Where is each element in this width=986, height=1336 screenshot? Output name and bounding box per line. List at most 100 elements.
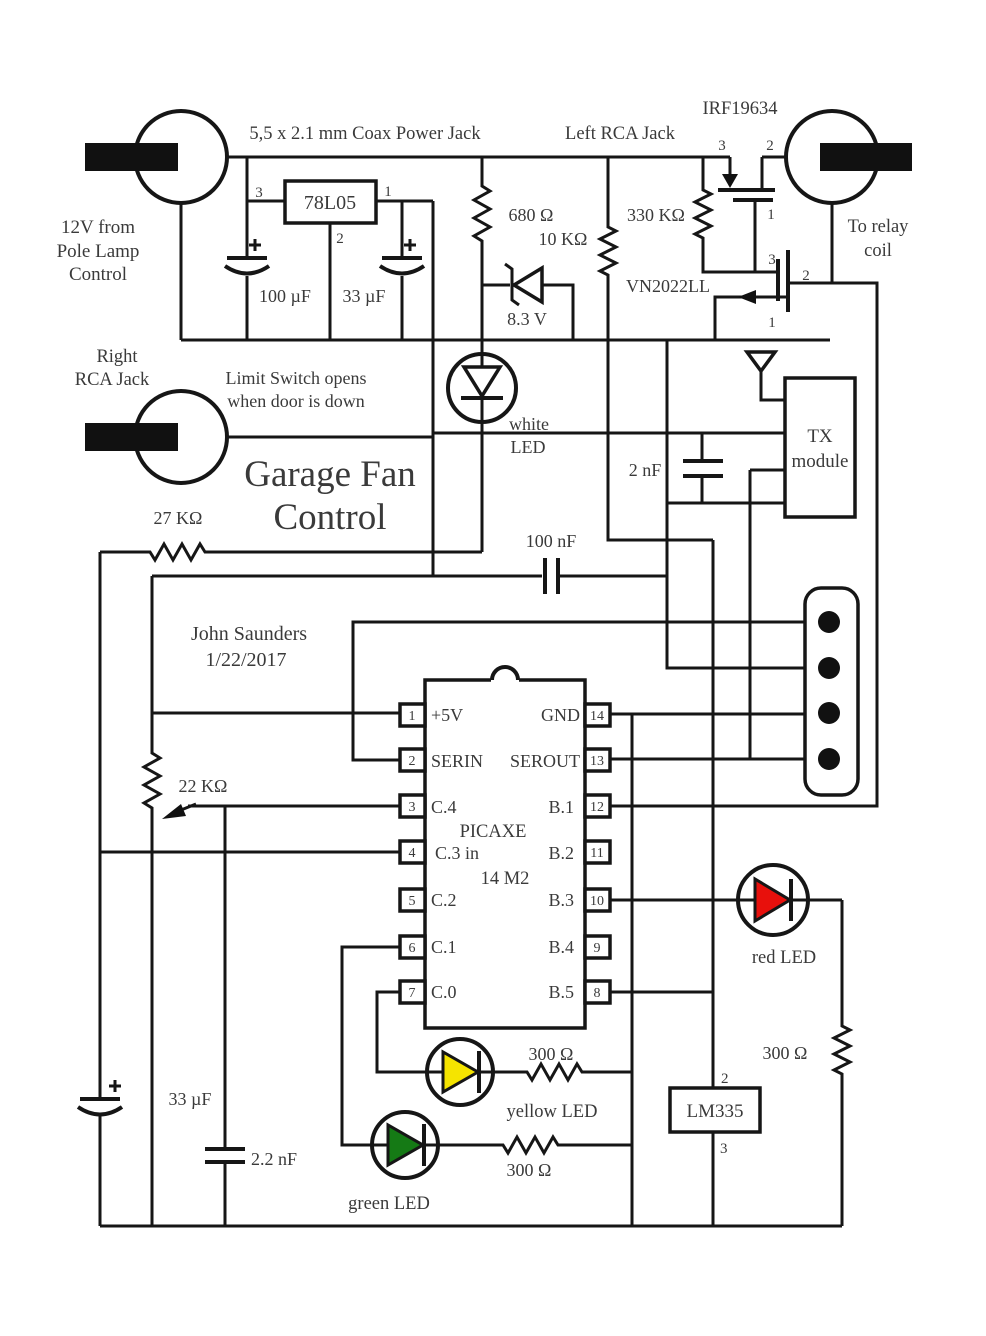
pin-box-2 (398, 747, 427, 773)
ic-body (423, 678, 587, 1030)
led-triangle (460, 365, 504, 400)
lm335-body (668, 1086, 762, 1134)
lm335-pin3-label: 3 (720, 1141, 728, 1157)
cap-plate-curved (223, 264, 271, 276)
lm335-pin2-label: 2 (721, 1071, 729, 1087)
r330k-label: 330 KΩ (627, 205, 685, 225)
pin-number: 2 (409, 754, 416, 769)
wire-segment (493, 1060, 632, 1084)
pin-box-8 (583, 979, 612, 1005)
wire-segment (596, 157, 713, 542)
r680-label: 680 Ω (509, 205, 554, 225)
pfet-pin2-label: 2 (766, 138, 774, 154)
r300-red-label: 300 Ω (763, 1043, 808, 1063)
pfet-irf19634 (718, 157, 775, 202)
connector-pin-dot (818, 657, 840, 679)
ic-model: 14 M2 (481, 869, 530, 889)
tx-module-label-line2: module (792, 451, 849, 472)
pin-label: B.1 (548, 797, 574, 817)
lm335-label: LM335 (687, 1101, 744, 1122)
pin-number: 8 (594, 986, 601, 1001)
pin-box-13 (583, 747, 612, 773)
title-line1: Garage Fan (244, 454, 416, 495)
author-name: John Saunders (191, 623, 307, 645)
tx-module-body (783, 376, 857, 519)
c33uf-top-label: 33 µF (343, 286, 386, 306)
pin-label: B.2 (548, 843, 574, 863)
plus-sign (249, 239, 261, 251)
pin-label: SERIN (431, 751, 483, 771)
c2nf-label: 2 nF (629, 460, 662, 480)
white-led (446, 352, 518, 424)
to-relay-label-line2: coil (864, 241, 892, 261)
c100nf-label: 100 nF (526, 531, 577, 551)
wire-segment (351, 620, 824, 762)
wire-segment (760, 155, 786, 189)
led-triangle (386, 1122, 427, 1168)
to-relay-label-line1: To relay (848, 217, 910, 237)
r10k-label: 10 KΩ (539, 229, 588, 249)
pin-box-3 (398, 793, 427, 819)
nfet-arrow-left-icon (738, 290, 756, 304)
c2-2nf-label: 2.2 nF (251, 1149, 297, 1169)
pin-label: C.0 (431, 982, 457, 1002)
wire-segment (691, 157, 778, 274)
cap-plate (543, 558, 560, 594)
wire-segment (748, 468, 785, 759)
white-led-label-line2: LED (511, 437, 546, 457)
r27k-label: 27 KΩ (154, 508, 203, 528)
nfet-pin3-label: 3 (768, 252, 776, 268)
jack-pin (85, 423, 178, 451)
pot-wiper (162, 802, 197, 819)
green-led (370, 1110, 440, 1180)
regulator-pin2-label: 2 (336, 231, 344, 247)
zener-label: 8.3 V (507, 309, 547, 329)
right-rca-label-line1: Right (96, 347, 138, 367)
pin-box-9 (583, 934, 612, 960)
plus-sign (109, 1080, 121, 1092)
white-led-label-line1: white (509, 414, 549, 434)
r300-yellow-label: 300 Ω (529, 1044, 574, 1064)
yellow-led (425, 1037, 495, 1107)
pin-label: SEROUT (510, 751, 580, 771)
right-rca-label-line2: RCA Jack (75, 370, 150, 390)
limit-switch-label-line2: when door is down (227, 391, 365, 411)
wire-segment (665, 340, 824, 670)
regulator-pin1-label: 1 (384, 184, 392, 200)
pin-number: 1 (409, 709, 416, 724)
wire-segment (759, 371, 785, 402)
pin-label: B.3 (548, 890, 574, 910)
cap-plate (205, 1147, 245, 1164)
ic-notch (490, 665, 520, 681)
pin-number: 11 (590, 846, 603, 861)
wires (98, 155, 879, 1228)
antenna-triangle (743, 350, 779, 374)
connector-pin-dot (818, 748, 840, 770)
cap-plate-curved (76, 1105, 124, 1117)
pin-box-4 (398, 839, 427, 865)
pfet-arrow-down-icon (722, 174, 738, 188)
vn2022ll-label: VN2022LL (626, 276, 710, 296)
picaxe-ic: 1 2 3 4 5 6 7 14 13 12 11 10 9 8 +5V SER… (398, 665, 612, 1030)
led-triangle (441, 1049, 482, 1095)
tx-module-label-line1: TX (807, 426, 833, 447)
lm335-sensor: LM335 2 3 (668, 1071, 762, 1157)
pin-box-6 (398, 934, 427, 960)
pin-label: +5V (431, 705, 463, 725)
pin-number: 10 (590, 894, 604, 909)
cap-plate-curved (378, 264, 426, 276)
pin-box-14 (583, 702, 612, 728)
pin-box-12 (583, 793, 612, 819)
pin-box-5 (398, 887, 427, 913)
pfet-pin3-label: 3 (718, 138, 726, 154)
left-rca-jack-label: Left RCA Jack (565, 124, 676, 144)
jack-pin (85, 143, 178, 171)
ic-notch-mask (491, 677, 519, 683)
pin-label: C.3 in (435, 843, 479, 863)
pin-box-1 (398, 702, 427, 728)
pin-number: 6 (409, 941, 416, 956)
capacitor-100uf (223, 239, 271, 276)
led-triangle (753, 876, 793, 924)
